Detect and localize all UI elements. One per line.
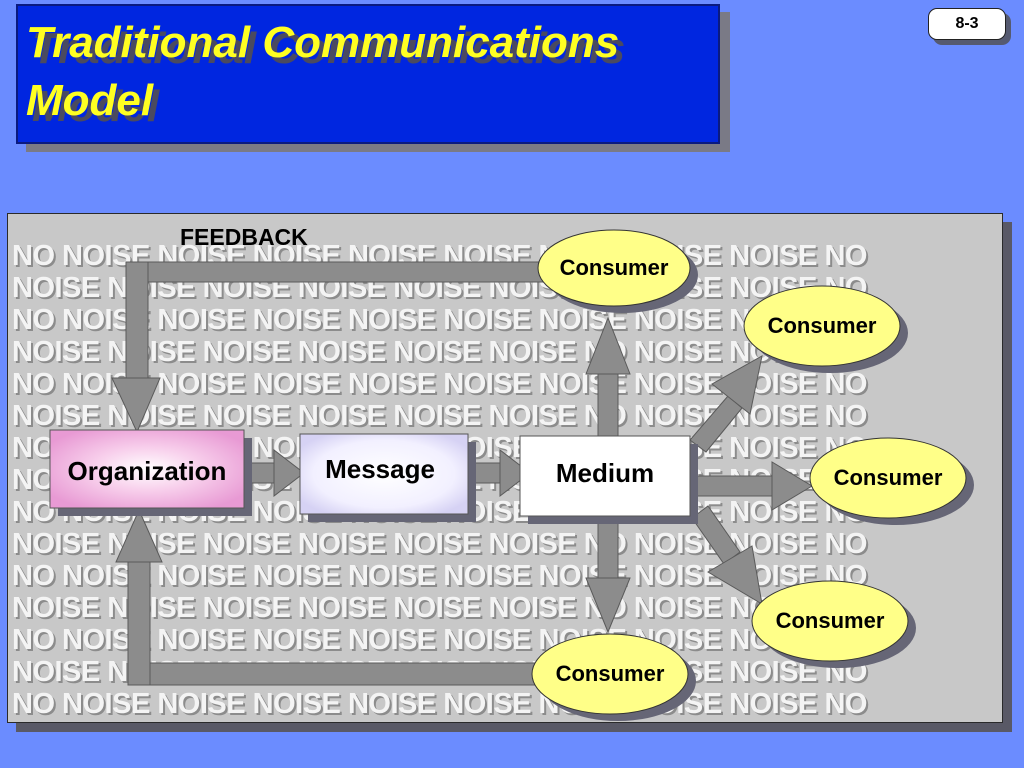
message-box [299,433,469,515]
title-line-2: Model [26,76,154,125]
slide-number: 8-3 [928,8,1006,40]
consumer-bottom-ellipse [531,633,689,715]
title-line-1: Traditional Communications [26,18,620,67]
noise-row: NOISE NOISE NOISE NOISE NOISE NOISE NO N… [12,720,867,722]
message-label: Message [325,454,435,484]
title-box [16,4,720,144]
medium-label: Medium [555,458,655,488]
medium-to-consumer-upper-right-arrow [689,355,763,453]
title-text-shadow: Traditional Communications Model [32,24,626,131]
medium-to-consumer-bottom-arrow [585,515,631,634]
medium-to-consumer-top-arrow [585,316,631,441]
noise-row: NO NOISE NOISE NOISE NOISE NOISE NOISE N… [12,624,867,656]
organization-label: Organization [67,456,227,486]
message-to-medium-arrow [471,448,531,498]
medium-to-consumer-right-arrow [695,461,813,511]
noise-row: NO NOISE NOISE NOISE NOISE NOISE NOISE N… [12,688,867,720]
feedback-bottom-arrow [115,508,537,686]
consumer-right-label: Consumer [833,465,943,490]
noise-row: NO NOISE NOISE NOISE NOISE NOISE NOISE N… [12,304,867,336]
medium-to-consumer-lower-right-arrow [691,505,763,605]
consumer-top-ellipse [537,229,691,307]
page-title: Traditional Communications Model [26,14,619,130]
noise-row: NOISE NOISE NOISE NOISE NOISE NOISE NO N… [12,336,867,368]
feedback-top-arrow [111,261,545,434]
consumer-lower-right-ellipse [751,580,909,662]
medium-box [519,435,691,517]
feedback-label: FEEDBACK [180,224,308,250]
consumer-right-ellipse [809,437,967,519]
consumer-top-label: Consumer [559,255,669,280]
consumer-upper-right-ellipse [743,285,901,367]
consumer-lower-right-label: Consumer [775,608,885,633]
consumer-bottom-label: Consumer [555,661,665,686]
organization-box [49,429,245,509]
noise-row: NOISE NOISE NOISE NOISE NOISE NOISE NO N… [12,592,867,624]
consumer-upper-right-label: Consumer [767,313,877,338]
org-to-message-arrow [245,448,305,498]
